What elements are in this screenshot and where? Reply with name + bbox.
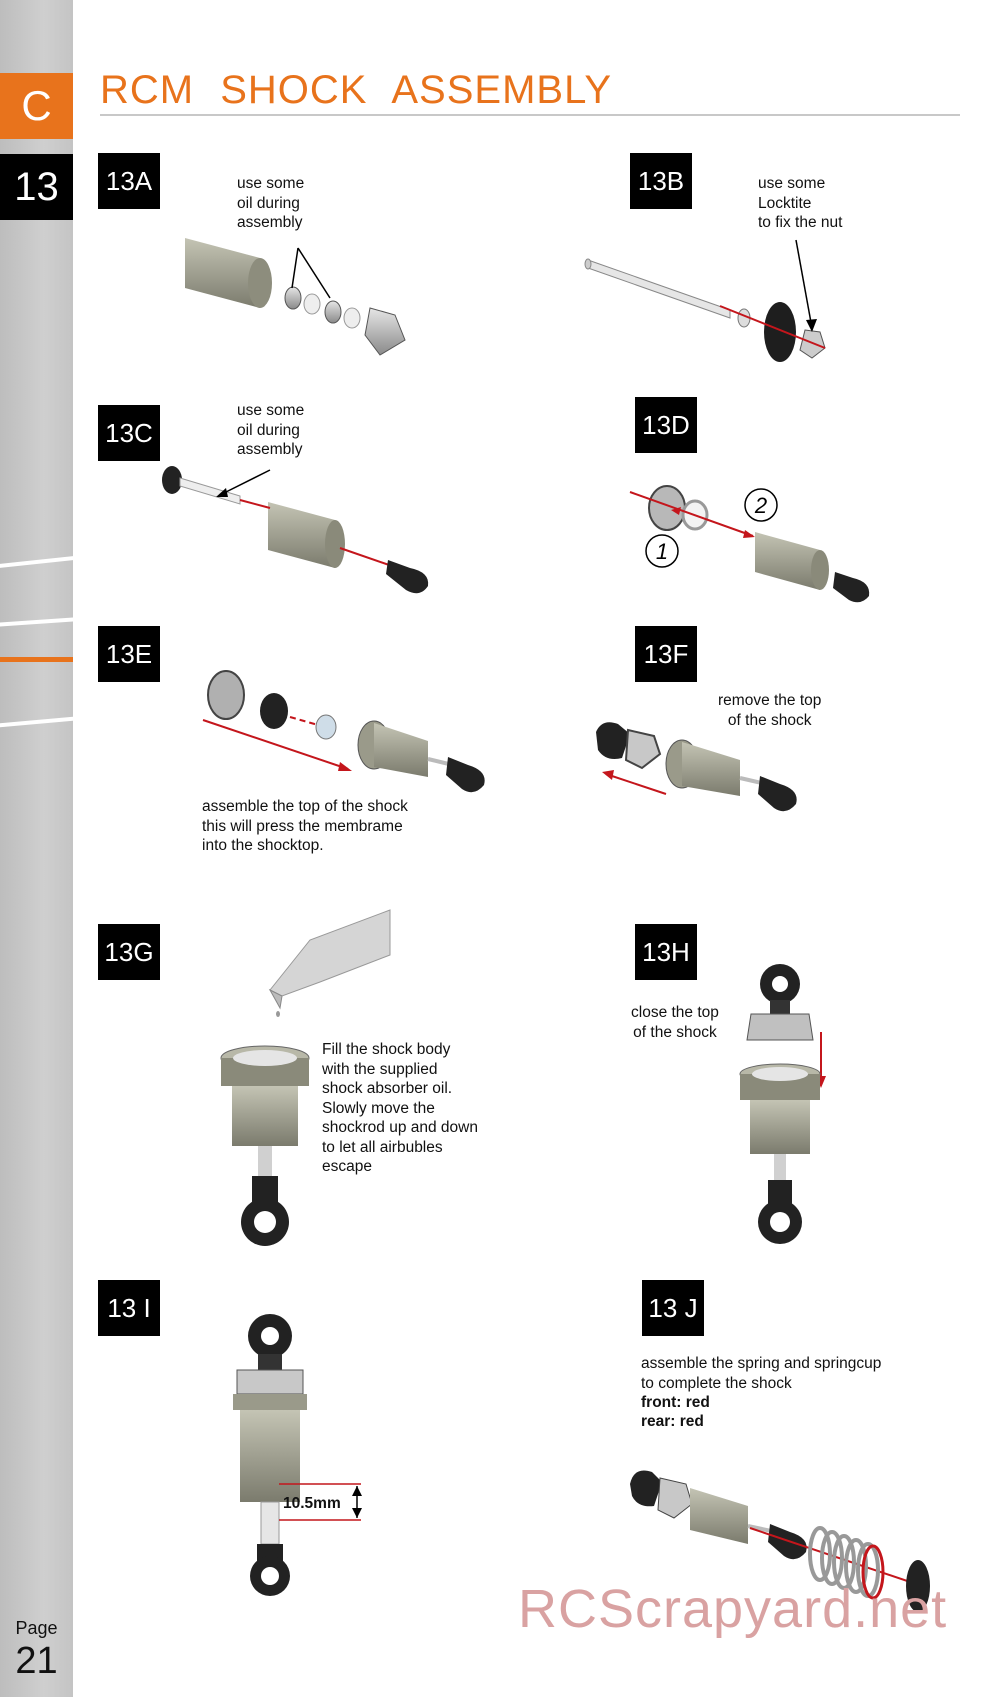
step-13c-note: use some oil during assembly: [237, 402, 305, 458]
step-13f-label: 13F: [635, 626, 697, 682]
brand-logo-text: R47: [51, 1450, 62, 1559]
step-13j-rear-label: rear: red: [641, 1413, 704, 1430]
step-13j-note: assemble the spring and springcup to com…: [641, 1355, 882, 1392]
step-13j-illustration: [630, 1470, 930, 1612]
page-title: RCM SHOCK ASSEMBLY: [100, 68, 613, 112]
sidebar-stripe: [0, 716, 73, 728]
step-13i-illustration: [233, 1314, 362, 1596]
sidebar: [0, 0, 73, 1697]
step-13i-label: 13 I: [98, 1280, 160, 1336]
step-13d-label: 13D: [635, 397, 697, 453]
title-divider: [100, 114, 960, 116]
step-13d-illustration: 1 2: [629, 485, 870, 603]
step-13f-illustration: [596, 722, 797, 812]
step-13i-dimension: 10.5mm: [283, 1495, 341, 1512]
step-13a-illustration: [185, 238, 406, 356]
step-13b-illustration: [584, 239, 826, 362]
step-13d-marker-1-text: 1: [656, 539, 668, 564]
step-13d-marker-1: [645, 534, 679, 568]
step-13g-label: 13G: [98, 924, 160, 980]
chapter-number: 13: [0, 154, 73, 220]
step-13h-illustration: [739, 964, 826, 1244]
step-13g-illustration: [220, 909, 391, 1246]
step-13j-front-label: front: red: [641, 1394, 710, 1411]
step-13a-label: 13A: [98, 153, 160, 209]
page-number: 21: [15, 1640, 58, 1682]
step-13c-illustration: [162, 466, 429, 594]
step-13e-note: assemble the top of the shock this will …: [202, 798, 408, 854]
watermark: RCScrapyard.net: [518, 1579, 948, 1639]
step-13f-note: remove the top of the shock: [718, 692, 822, 729]
step-13e-illustration: [202, 670, 485, 793]
step-13a-note: use some oil during assembly: [237, 175, 305, 231]
step-13e-label: 13E: [98, 626, 160, 682]
brand-logo: R47: [51, 1450, 62, 1560]
step-13g-note: Fill the shock body with the supplied sh…: [322, 1041, 478, 1175]
page-label: Page: [15, 1618, 58, 1638]
section-letter: C: [0, 73, 73, 139]
step-13j-label: 13 J: [642, 1280, 704, 1336]
step-13d-marker-2: [744, 488, 778, 522]
step-13h-label: 13H: [635, 924, 697, 980]
sidebar-stripe: [0, 617, 73, 627]
sidebar-stripe: [0, 556, 73, 568]
step-13b-note: use some Locktite to fix the nut: [758, 175, 843, 231]
step-13h-note: close the top of the shock: [631, 1004, 719, 1041]
sidebar-orange-stripe: [0, 657, 73, 662]
step-13c-label: 13C: [98, 405, 160, 461]
step-13b-label: 13B: [630, 153, 692, 209]
step-13d-marker-2-text: 2: [754, 493, 767, 518]
